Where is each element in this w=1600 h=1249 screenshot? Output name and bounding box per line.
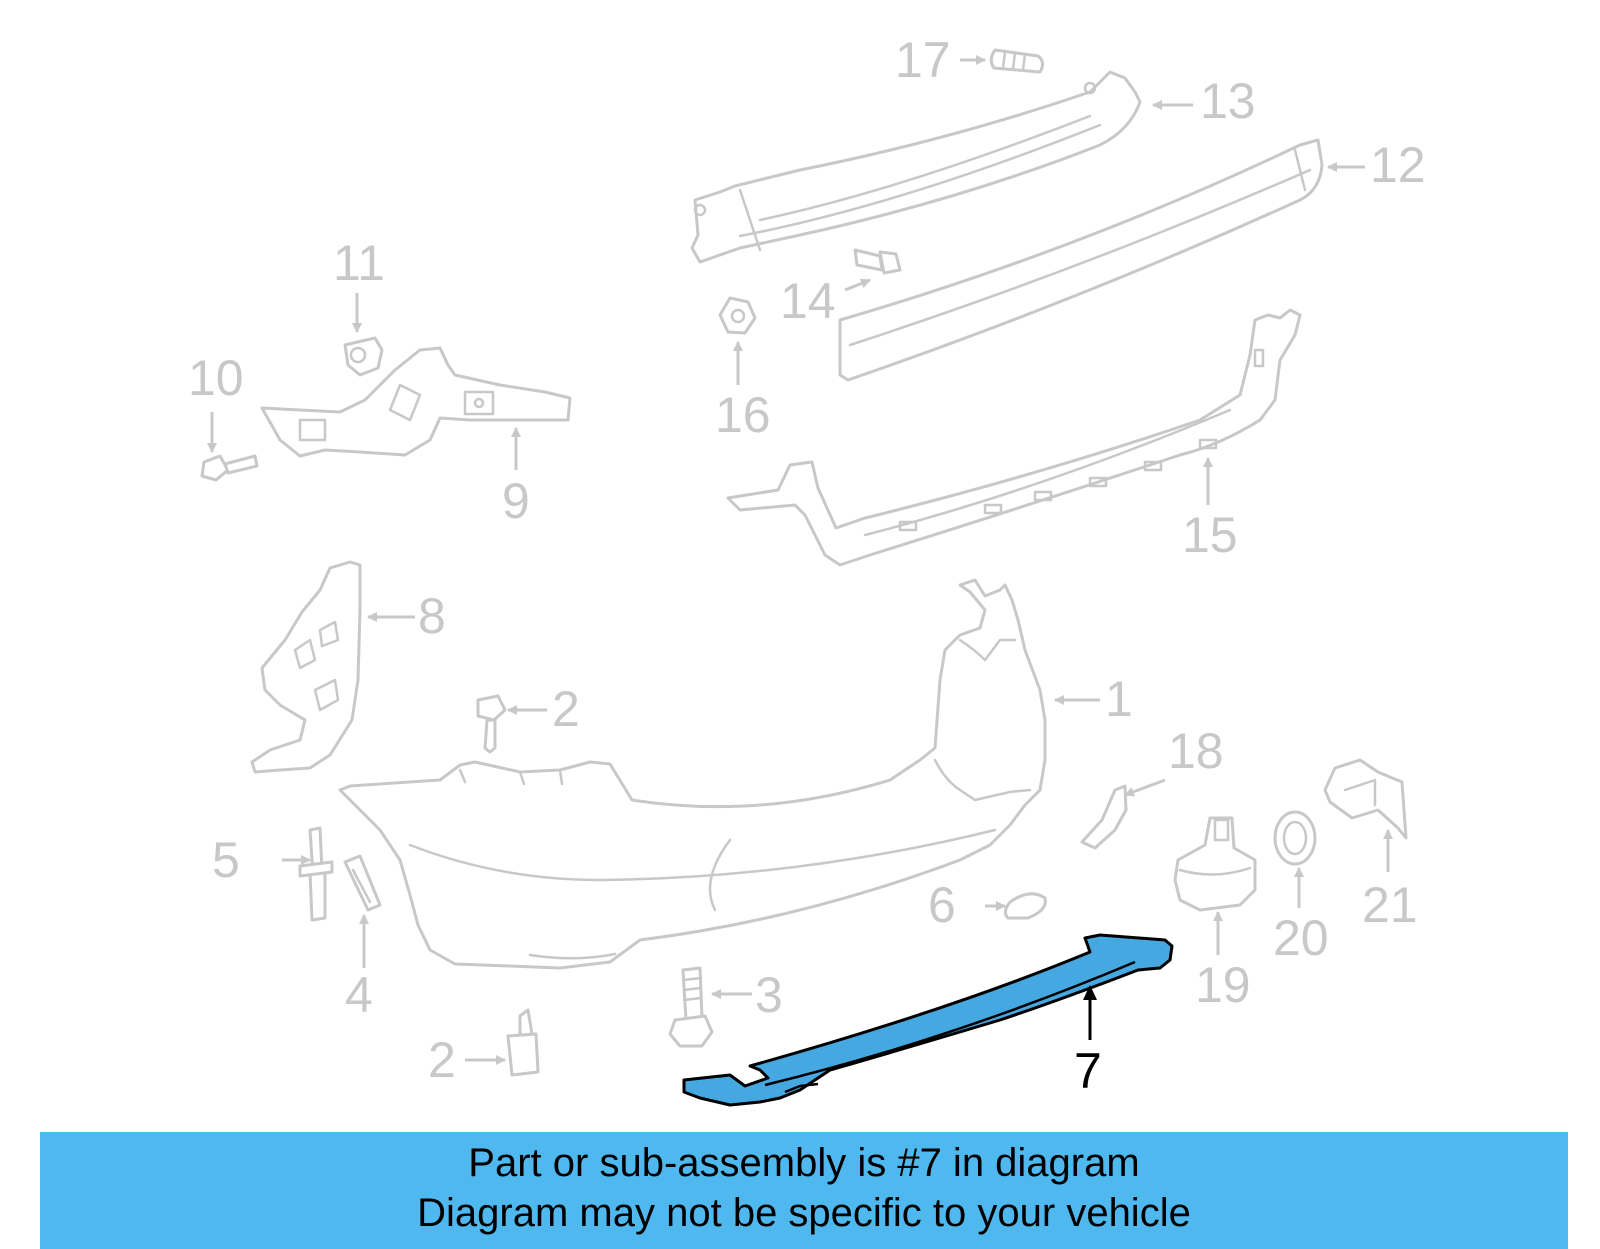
callout-3: 3 (755, 967, 783, 1023)
info-banner: Part or sub-assembly is #7 in diagram Di… (40, 1132, 1568, 1249)
callout-17: 17 (895, 32, 951, 88)
part-10-screw (200, 454, 259, 482)
callout-12: 12 (1370, 137, 1426, 193)
part-15-support (726, 308, 1302, 567)
callout-1: 1 (1105, 671, 1133, 727)
callout-9: 9 (502, 473, 530, 529)
part-16-nut (718, 296, 757, 335)
part-14-bolt (853, 248, 902, 275)
callout-19: 19 (1195, 957, 1251, 1013)
leader-lines (207, 55, 1393, 1065)
part-8-bracket (250, 560, 362, 774)
part-2-screw-upper (476, 694, 507, 754)
part-2-screw-lower (506, 1008, 540, 1077)
callout-11: 11 (333, 235, 385, 291)
callout-labels: 17 13 12 14 16 15 11 10 9 8 1 2 18 5 4 6… (188, 32, 1426, 1099)
callout-14: 14 (780, 273, 836, 329)
callout-13: 13 (1200, 73, 1256, 129)
part-11-clip (343, 336, 384, 377)
callout-10: 10 (188, 350, 244, 406)
callout-2-upper: 2 (552, 681, 580, 737)
callout-4: 4 (345, 967, 373, 1023)
callout-2-lower: 2 (428, 1032, 456, 1088)
callout-20: 20 (1273, 910, 1329, 966)
part-5-rivet (298, 826, 334, 922)
callout-16: 16 (715, 387, 771, 443)
callout-6: 6 (928, 877, 956, 933)
part-18-lamp (1080, 784, 1128, 850)
part-12-absorber (838, 138, 1324, 382)
callout-5: 5 (212, 832, 240, 888)
part-19-sensor (1173, 816, 1257, 912)
part-4-reflector (343, 854, 382, 912)
banner-line-1: Part or sub-assembly is #7 in diagram (468, 1141, 1140, 1185)
callout-15: 15 (1182, 507, 1238, 563)
leader-7 (1083, 985, 1097, 1040)
part-21-bracket (1323, 758, 1408, 840)
part-20-ring (1273, 810, 1317, 866)
part-6-lens (1003, 892, 1047, 920)
callout-7: 7 (1074, 1043, 1102, 1099)
part-9-bracket (260, 346, 572, 458)
part-1-bumper-cover (338, 578, 1047, 970)
part-7-lower-valance (682, 933, 1174, 1107)
callout-8: 8 (418, 588, 446, 644)
callout-21: 21 (1362, 877, 1418, 933)
part-17-grommet (989, 48, 1045, 74)
part-13-reinforcement (690, 70, 1142, 264)
part-3-bolt (668, 966, 714, 1048)
banner-line-2: Diagram may not be specific to your vehi… (417, 1191, 1191, 1235)
callout-18: 18 (1168, 723, 1224, 779)
